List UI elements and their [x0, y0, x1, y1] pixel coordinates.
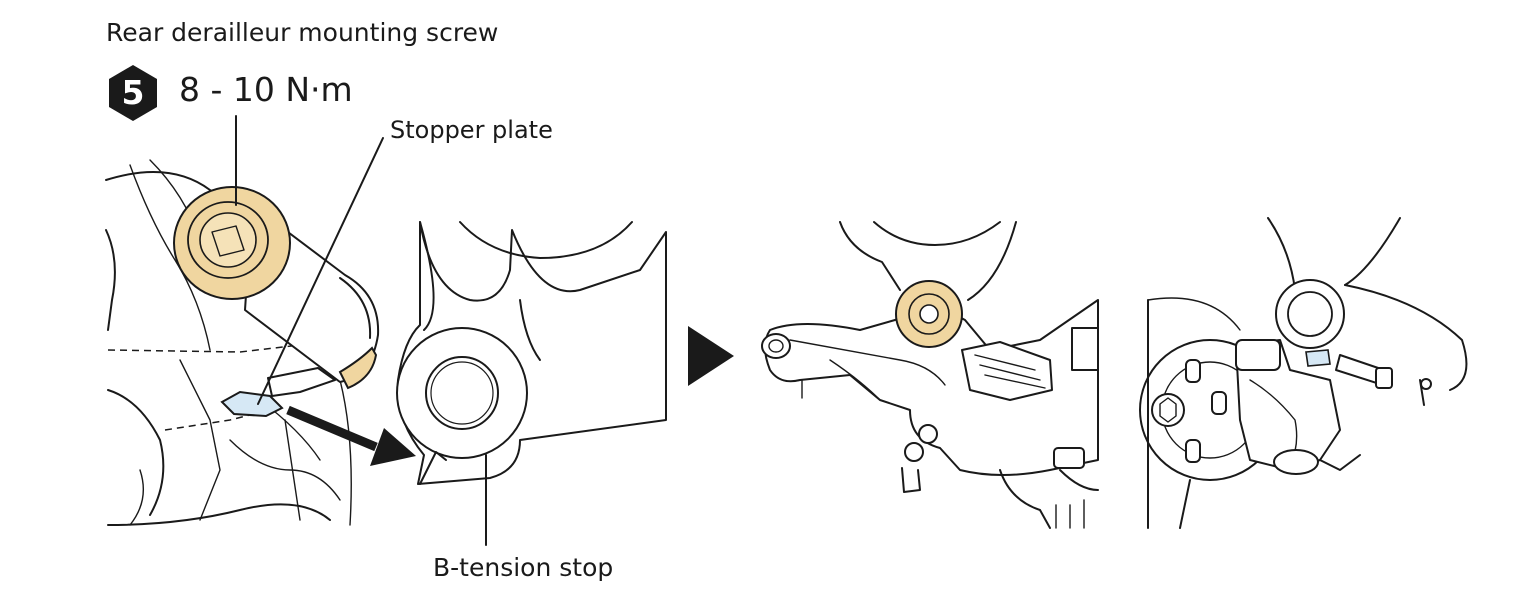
- body-bottom: [107, 503, 331, 526]
- hex-socket: [211, 225, 245, 257]
- parallelogram-plate: [961, 341, 1053, 401]
- dropout-boss-inner: [1287, 291, 1333, 337]
- torque-value: 8 - 10 N·m: [179, 70, 353, 109]
- seatstay-left: [1267, 217, 1296, 291]
- dashed-body-outline-2: [164, 409, 271, 431]
- mounted-screw-socket: [919, 304, 939, 324]
- frame-left-edge: [839, 221, 901, 291]
- axle-nut: [1151, 393, 1185, 427]
- hexagon-badge-icon: [109, 65, 157, 121]
- derailleur-knuckle: [764, 299, 1099, 476]
- body-cap: [1071, 327, 1099, 371]
- body-contour-2: [229, 439, 341, 501]
- stopper-plate-rear: [1305, 349, 1331, 367]
- stopper-plate: [220, 390, 284, 418]
- step-number: 5: [121, 73, 145, 112]
- hanger-dropout-arc: [459, 221, 633, 259]
- hanger-boss-inner: [430, 361, 494, 425]
- screw-socket: [199, 212, 257, 268]
- direction-arrow-shaft: [286, 405, 378, 452]
- frame-outline-left: [105, 229, 116, 331]
- b-tension-stop-edge: [419, 451, 447, 485]
- center-panel-illustration: [761, 221, 1099, 529]
- play-triangle-icon: [688, 326, 734, 386]
- cage-arm: [1319, 454, 1361, 471]
- dropout-boss: [1275, 279, 1345, 349]
- b-adjust-head: [1375, 367, 1393, 389]
- cog-window-1: [1185, 359, 1201, 383]
- hanger-inner-edge: [519, 299, 541, 361]
- axle-hex: [1159, 397, 1177, 423]
- rear-pin-head: [1420, 378, 1432, 390]
- plate-ridges: [974, 354, 1046, 389]
- cog-contour: [999, 469, 1051, 529]
- stopper-plate-label: Stopper plate: [390, 116, 553, 144]
- cog-contour-2: [1059, 469, 1099, 491]
- rear-body-cap: [1235, 339, 1281, 371]
- frame-right-edge: [967, 221, 1017, 301]
- leader-line-stopper: [257, 137, 384, 405]
- seatstay-right: [1344, 217, 1401, 286]
- dashed-body-outline: [107, 344, 301, 353]
- cassette-top: [1147, 297, 1241, 331]
- frame-contour: [129, 164, 211, 351]
- body-contour-4: [129, 469, 144, 526]
- mounting-screw-label: Rear derailleur mounting screw: [106, 18, 499, 47]
- cog-window-2: [1211, 391, 1227, 415]
- limit-screw-1: [904, 442, 924, 462]
- boss-edge: [339, 277, 372, 339]
- cable-stop: [761, 333, 791, 359]
- step-badge: 5: [104, 64, 162, 122]
- knuckle-contour: [789, 339, 946, 386]
- mounted-screw-ring: [908, 293, 950, 335]
- hanger-left-edge: [419, 221, 435, 331]
- knuckle-contour-2: [829, 359, 881, 401]
- cog-window-3: [1185, 439, 1201, 463]
- pulley-cage: [1273, 449, 1319, 475]
- derailleur-rear-body: [1235, 339, 1341, 471]
- cable-stop-hole: [768, 339, 784, 353]
- screw-inner-ring: [187, 201, 269, 279]
- right-panel-illustration: [1139, 217, 1468, 529]
- stopper-tab: [267, 367, 336, 397]
- direction-arrow-head: [370, 428, 416, 466]
- body-lower-left: [107, 389, 165, 516]
- body-contour-5: [284, 419, 301, 521]
- spring-housing: [1053, 447, 1085, 469]
- chainstay: [1344, 284, 1468, 391]
- hanger-boss-hole: [425, 356, 499, 430]
- chain-line: [1179, 479, 1191, 529]
- left-panel-illustration: [105, 115, 667, 546]
- body-contour-6: [339, 379, 352, 526]
- body-contour: [179, 359, 221, 521]
- b-tension-stop-label: B-tension stop: [433, 553, 614, 582]
- dropout-arc: [873, 221, 1001, 246]
- limit-screw-2: [918, 424, 938, 444]
- lower-tab: [901, 467, 921, 493]
- washer-gold: [338, 346, 378, 390]
